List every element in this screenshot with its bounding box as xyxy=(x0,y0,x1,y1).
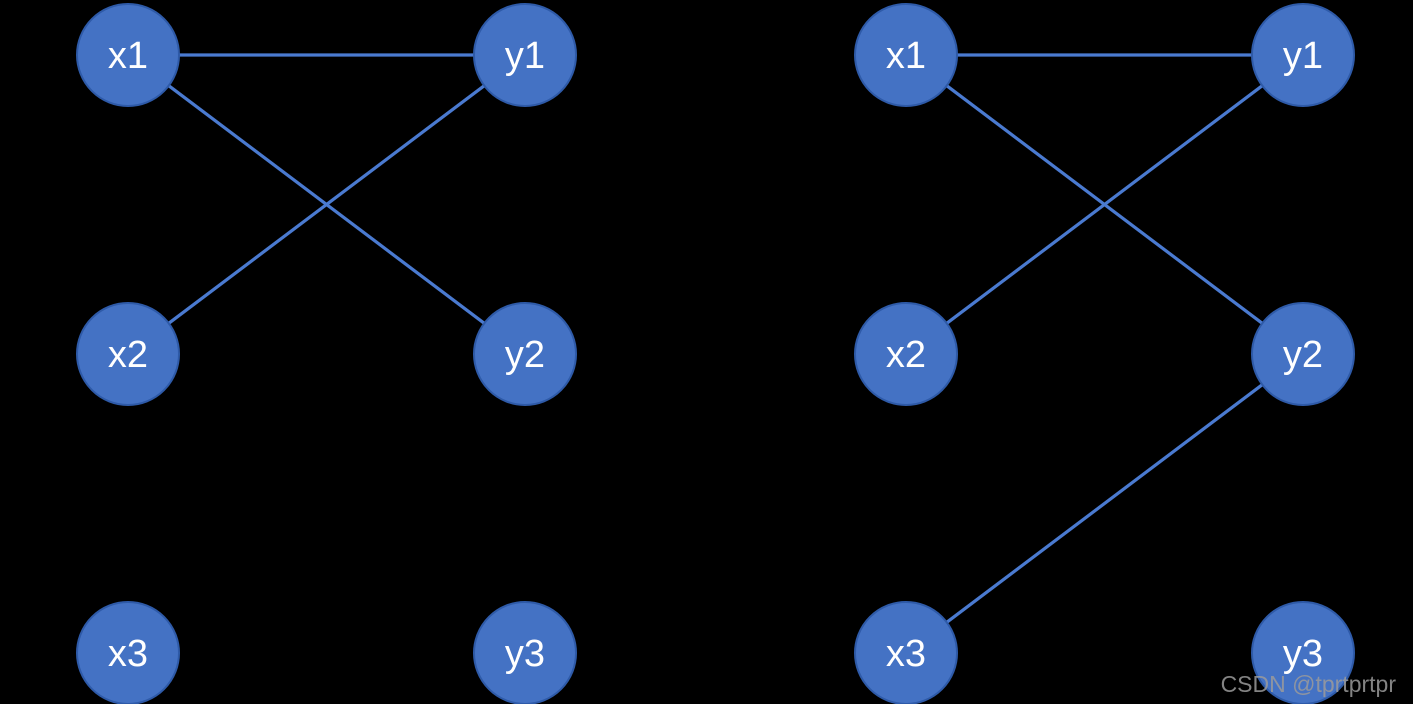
graph-node-L-x1[interactable]: x1 xyxy=(76,3,180,107)
graph-node-L-x2[interactable]: x2 xyxy=(76,302,180,406)
node-circle-R-y1[interactable] xyxy=(1251,3,1355,107)
graph-node-R-x3[interactable]: x3 xyxy=(854,601,958,704)
node-circle-R-y2[interactable] xyxy=(1251,302,1355,406)
watermark-label: CSDN @tprtprtpr xyxy=(1221,671,1397,697)
graph-edge-x2-y1[interactable] xyxy=(945,84,1264,325)
graph-node-R-x1[interactable]: x1 xyxy=(854,3,958,107)
node-circle-R-x1[interactable] xyxy=(854,3,958,107)
node-circle-L-x2[interactable] xyxy=(76,302,180,406)
left-bipartite-graph-edges xyxy=(167,53,486,325)
graph-node-L-y3[interactable]: y3 xyxy=(473,601,577,704)
node-circle-L-y3[interactable] xyxy=(473,601,577,704)
graph-edge-x2-y1[interactable] xyxy=(167,84,486,325)
graph-node-R-x2[interactable]: x2 xyxy=(854,302,958,406)
right-bipartite-graph-edges xyxy=(945,53,1264,624)
node-circle-R-x3[interactable] xyxy=(854,601,958,704)
graph-node-R-y1[interactable]: y1 xyxy=(1251,3,1355,107)
node-circle-R-x2[interactable] xyxy=(854,302,958,406)
node-circle-L-y2[interactable] xyxy=(473,302,577,406)
graph-node-L-y1[interactable]: y1 xyxy=(473,3,577,107)
graph-node-R-y2[interactable]: y2 xyxy=(1251,302,1355,406)
node-circle-L-x1[interactable] xyxy=(76,3,180,107)
node-circle-L-x3[interactable] xyxy=(76,601,180,704)
graph-node-L-x3[interactable]: x3 xyxy=(76,601,180,704)
graph-edge-x3-y2[interactable] xyxy=(945,383,1264,624)
graph-node-L-y2[interactable]: y2 xyxy=(473,302,577,406)
edges-layer xyxy=(167,53,1264,624)
node-circle-L-y1[interactable] xyxy=(473,3,577,107)
node-circle-R-y3[interactable] xyxy=(1251,601,1355,704)
